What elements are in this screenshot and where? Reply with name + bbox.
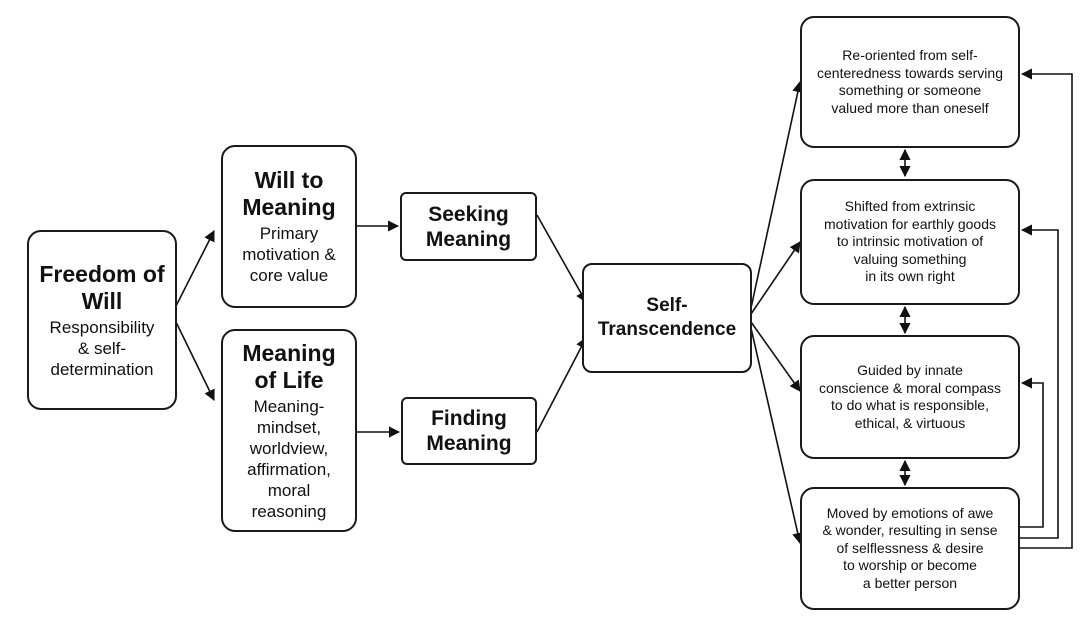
finding-meaning-label: Finding Meaning bbox=[426, 407, 512, 455]
self-transcendence-box: Self- Transcendence bbox=[582, 263, 752, 373]
guided-box: Guided by innate conscience & moral comp… bbox=[800, 335, 1020, 459]
arrow-st-to-guided bbox=[750, 321, 801, 392]
arrow-freedom-to-meaning-of-life bbox=[175, 321, 215, 402]
meaning-of-life-subtitle: Meaning- mindset, worldview, affirmation… bbox=[247, 396, 331, 521]
seeking-meaning-box: Seeking Meaning bbox=[400, 192, 537, 261]
freedom-of-will-subtitle: Responsibility & self- determination bbox=[49, 317, 155, 379]
arrow-finding-to-self-transcendence bbox=[536, 337, 587, 433]
self-transcendence-label: Self- Transcendence bbox=[597, 295, 737, 340]
shifted-text: Shifted from extrinsic motivation for ea… bbox=[824, 198, 996, 285]
freedom-of-will-title: Freedom of Will bbox=[39, 260, 165, 314]
arrow-st-to-shifted bbox=[750, 241, 801, 315]
feedback-arrow-moved-to-reoriented bbox=[1020, 68, 1073, 549]
freedom-of-will-box: Freedom of Will Responsibility & self- d… bbox=[27, 230, 177, 410]
will-to-meaning-subtitle: Primary motivation & core value bbox=[242, 224, 336, 285]
moved-box: Moved by emotions of awe & wonder, resul… bbox=[800, 487, 1020, 610]
meaning-of-life-title: Meaning of Life bbox=[242, 339, 336, 393]
meaning-of-life-box: Meaning of Life Meaning- mindset, worldv… bbox=[221, 329, 357, 532]
arrow-freedom-to-will bbox=[175, 230, 215, 307]
will-to-meaning-title: Will to Meaning bbox=[242, 167, 336, 220]
finding-meaning-box: Finding Meaning bbox=[401, 397, 537, 465]
arrow-st-to-reoriented bbox=[750, 80, 804, 309]
feedback-arrow-moved-to-shifted bbox=[1020, 224, 1059, 539]
arrow-st-to-moved bbox=[750, 327, 804, 545]
feedback-arrow-moved-to-guided bbox=[1020, 377, 1044, 528]
seeking-meaning-label: Seeking Meaning bbox=[425, 202, 512, 251]
moved-text: Moved by emotions of awe & wonder, resul… bbox=[822, 504, 998, 591]
guided-text: Guided by innate conscience & moral comp… bbox=[818, 362, 1002, 431]
reoriented-box: Re-oriented from self- centeredness towa… bbox=[800, 16, 1020, 148]
arrow-seeking-to-self-transcendence bbox=[536, 214, 587, 303]
shifted-box: Shifted from extrinsic motivation for ea… bbox=[800, 179, 1020, 305]
will-to-meaning-box: Will to Meaning Primary motivation & cor… bbox=[221, 145, 357, 308]
reoriented-text: Re-oriented from self- centeredness towa… bbox=[817, 47, 1003, 116]
